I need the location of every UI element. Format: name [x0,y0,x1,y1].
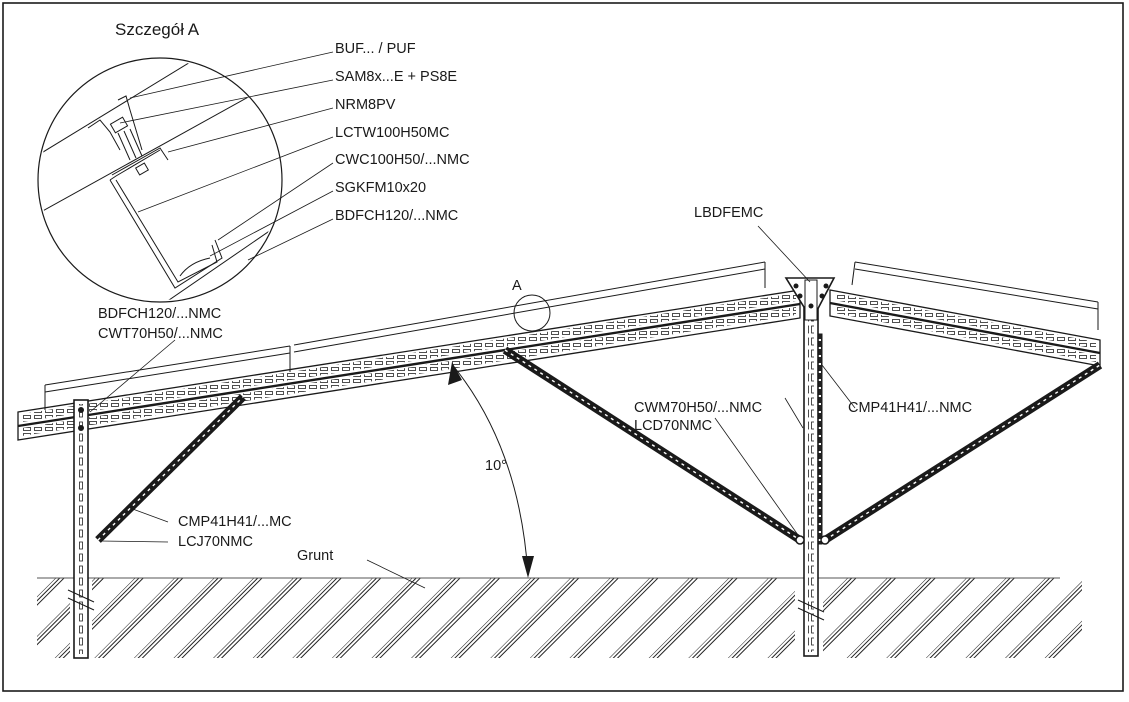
main-callout-labels: BDFCH120/...NMC CWT70H50/...NMC CMP41H41… [98,205,972,564]
angle-dimension: 10° [448,362,534,578]
callout-sam: SAM8x...E + PS8E [335,69,457,85]
callout-mid-post-1: CWM70H50/...NMC [634,400,762,416]
callout-right-brace: CMP41H41/...NMC [848,400,972,416]
detail-a-marker: A [512,278,551,332]
callout-peak-bracket: LBDFEMC [694,205,763,221]
callout-nrm: NRM8PV [335,97,396,113]
left-rail-beam [17,289,801,441]
detail-marker-label: A [512,278,522,294]
pv-panels [44,261,1099,410]
callout-cwc: CWC100H50/...NMC [335,152,470,168]
detail-leaders [119,51,334,261]
callout-left-rail-1: BDFCH120/...NMC [98,306,221,322]
detail-title: Szczegół A [115,20,200,39]
callout-bdfch: BDFCH120/...NMC [335,208,458,224]
right-rail-beam [829,289,1101,367]
detail-a-view [37,57,283,303]
callout-left-brace-1: CMP41H41/...MC [178,514,292,530]
drawing-frame [2,2,1124,692]
callout-sgkfm: SGKFM10x20 [335,180,426,196]
angle-label: 10° [485,458,507,474]
braces [95,333,1103,545]
ground-label: Grunt [297,548,333,564]
callout-left-brace-2: LCJ70NMC [178,534,253,550]
middle-post [795,287,830,657]
callout-lctw: LCTW100H50MC [335,125,449,141]
detail-callout-labels: BUF... / PUF SAM8x...E + PS8E NRM8PV LCT… [335,41,470,224]
main-leaders [89,225,856,589]
callout-left-rail-2: CWT70H50/...NMC [98,326,223,342]
callout-mid-post-2: LCD70NMC [634,418,712,434]
ground [37,577,1082,658]
callout-buf: BUF... / PUF [335,41,416,57]
peak-bracket [784,277,836,322]
left-post [67,399,95,659]
